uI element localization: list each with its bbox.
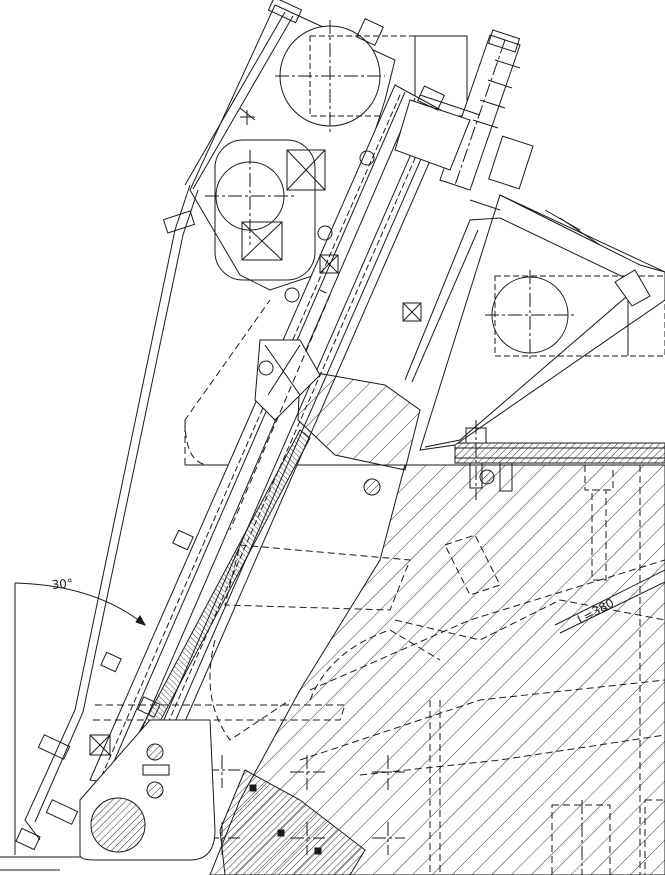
base-pivot (79, 719, 216, 861)
hidden-lines (90, 289, 665, 875)
bolt-details (15, 0, 446, 851)
plate-bolts (465, 420, 513, 500)
angle-dimension (0, 582, 147, 871)
actuator-cylinder (394, 29, 534, 211)
hatched-block (254, 339, 421, 496)
bottom-hatched-block (219, 769, 366, 875)
main-arm (89, 84, 451, 791)
triangle-frame (404, 194, 665, 451)
length-dimension (554, 569, 665, 634)
top-plate (185, 442, 665, 466)
angle-label: 30° (51, 576, 73, 592)
